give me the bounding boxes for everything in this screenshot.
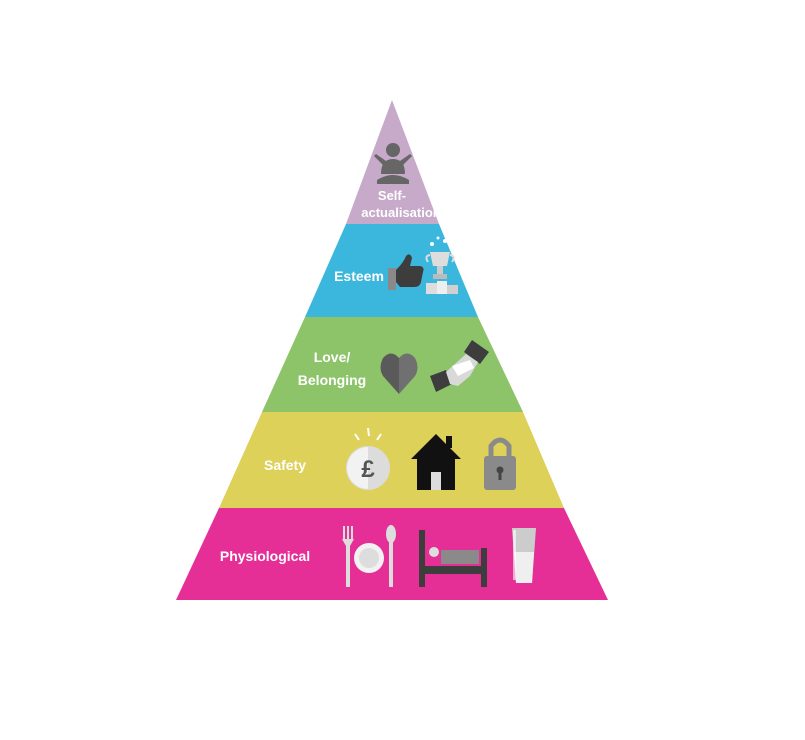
bed-icon [419,530,487,587]
heart-icon [380,353,418,394]
level-safety: Safety £ [219,412,564,508]
padlock-icon [484,437,516,490]
level-label-line-2: Belonging [298,372,366,388]
level-love-belonging: Love/ Belonging [262,317,523,412]
plate-cutlery-icon [342,525,396,587]
thumbs-up-icon [388,254,424,290]
handshake-icon [430,340,489,392]
trophy-icon [425,236,458,294]
meditating-person-icon [374,143,412,184]
level-label-line-1: Self- [378,188,406,203]
level-label-line-2: actualisation [361,205,441,220]
pound-coin-icon: £ [346,427,390,490]
level-self-actualisation: Self- actualisation [346,100,441,224]
level-esteem: Esteem [305,224,478,317]
level-label: Safety [264,457,306,473]
level-label: Physiological [220,548,310,564]
level-label: Esteem [334,268,384,284]
level-label-line-1: Love/ [314,349,351,365]
level-band [219,412,564,508]
pound-sign: £ [361,456,375,483]
level-physiological: Physiological [176,508,608,600]
glass-icon [512,528,536,583]
house-icon [411,434,461,490]
